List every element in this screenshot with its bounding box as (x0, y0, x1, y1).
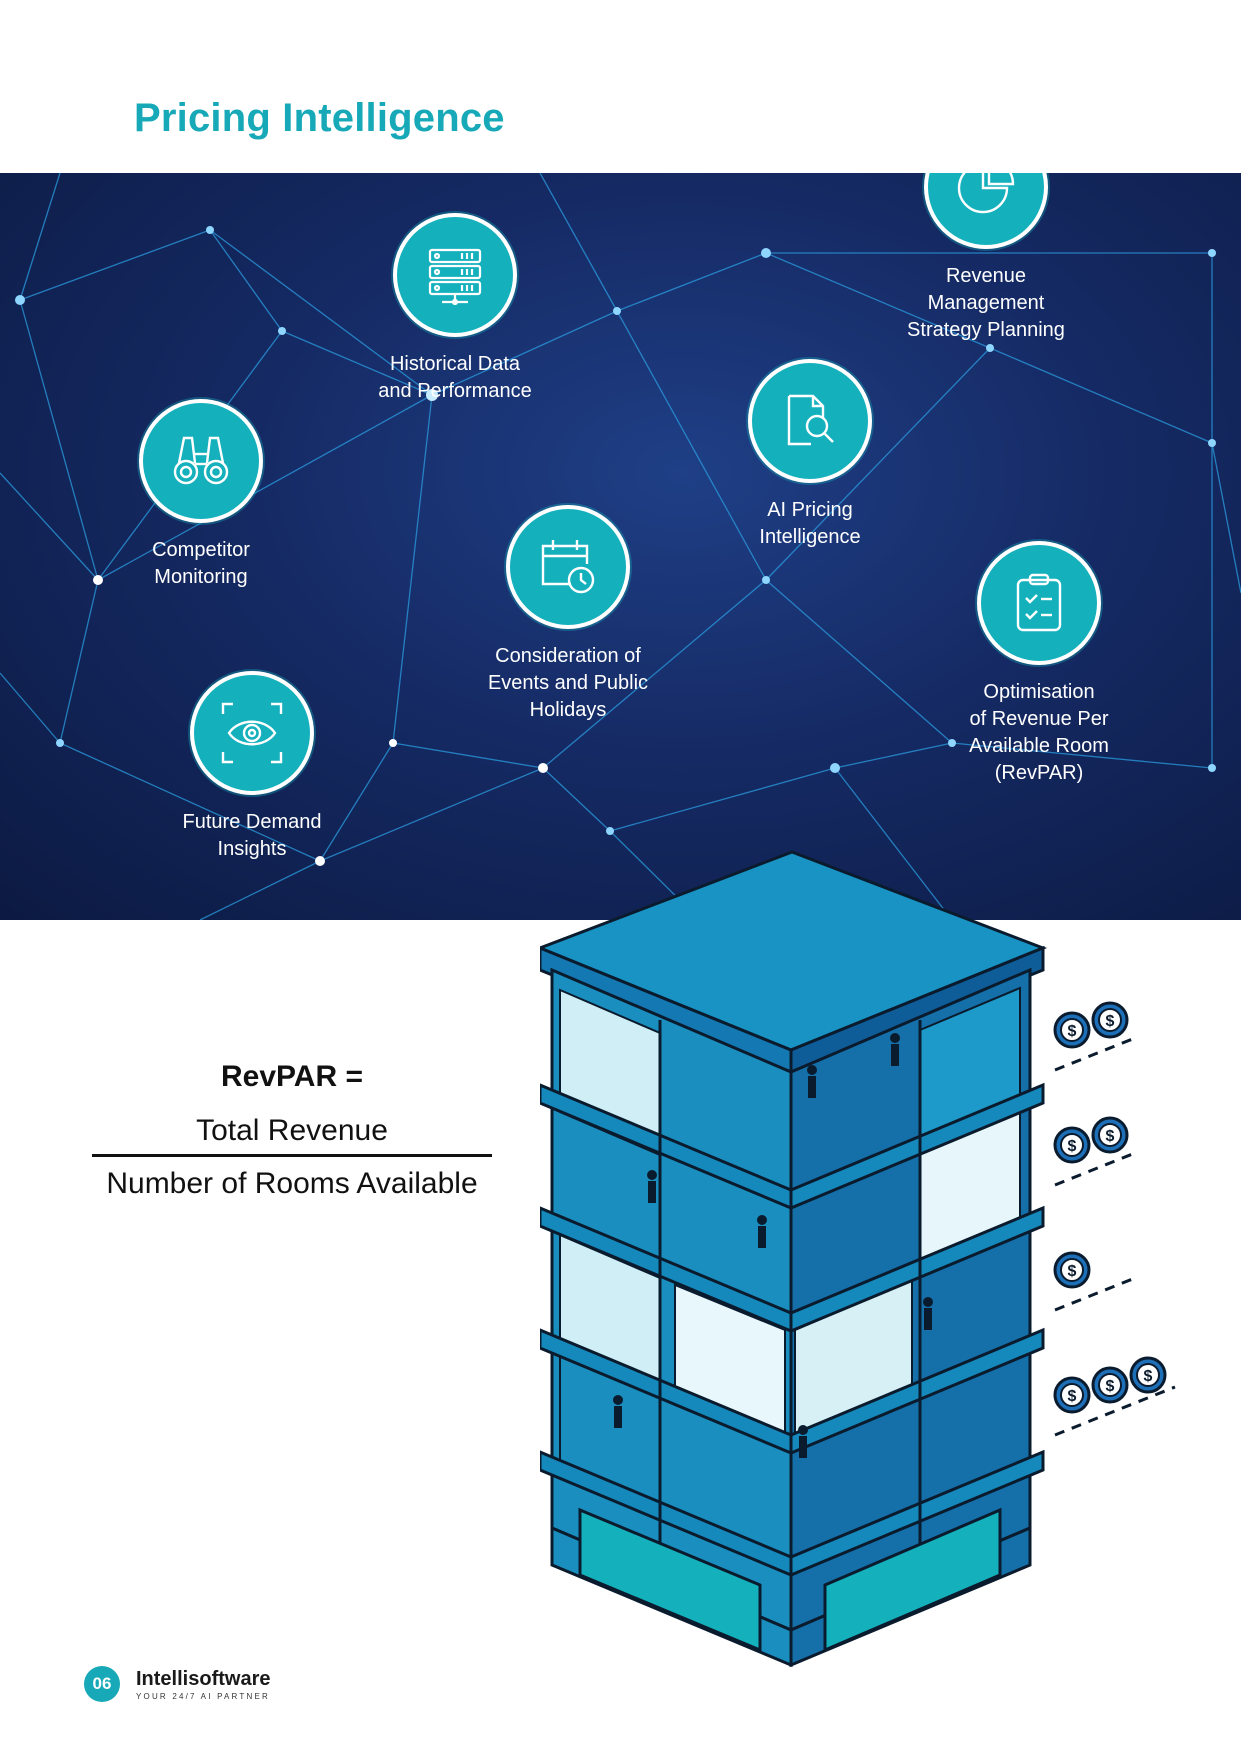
page-number: 06 (84, 1666, 120, 1702)
coin-face (1098, 1123, 1122, 1147)
coin-symbol: $ (1106, 1378, 1115, 1395)
brand-name: Intellisoftware (136, 1667, 271, 1690)
coin-face (1060, 1383, 1084, 1407)
coin-symbol: $ (1068, 1023, 1077, 1040)
feature-events-holidays: Consideration of Events and Public Holid… (448, 505, 688, 724)
clipboard-checklist-icon (1016, 573, 1062, 632)
coin-face (1136, 1363, 1160, 1387)
brand-tagline: YOUR 24/7 AI PARTNER (136, 1691, 270, 1701)
formula-lhs: RevPAR = (220, 1060, 363, 1093)
feature-label: Historical Data and Performance (378, 353, 532, 402)
page-title: Pricing Intelligence (134, 96, 505, 140)
feature-historical-data: Historical Data and Performance (335, 213, 575, 405)
coin-symbol: $ (1144, 1368, 1153, 1385)
coin-face (1098, 1008, 1122, 1032)
revenue-coins: $ $ $ $ $ $ $ $ (1053, 1001, 1176, 1437)
brand-logo: Intellisoftware YOUR 24/7 AI PARTNER (136, 1668, 270, 1701)
formula-numerator: Total Revenue (92, 1114, 492, 1157)
binoculars-icon (173, 436, 229, 485)
feature-label: AI Pricing Intelligence (759, 499, 861, 548)
feature-label: Optimisation of Revenue Per Available Ro… (969, 681, 1109, 784)
coin-trail (1054, 1276, 1136, 1312)
feature-label: Consideration of Events and Public Holid… (487, 645, 649, 721)
coin-symbol: $ (1106, 1013, 1115, 1030)
coin-face (1060, 1258, 1084, 1282)
feature-revenue-management: Revenue Management Strategy Planning (866, 173, 1106, 344)
hotel-building-illustration: $ $ $ $ $ $ $ $ (540, 850, 1176, 1668)
feature-future-demand: Future Demand Insights (132, 671, 372, 863)
feature-revpar-optimisation: Optimisation of Revenue Per Available Ro… (919, 541, 1159, 787)
formula-denominator: Number of Rooms Available (106, 1167, 478, 1200)
page-footer: 06 Intellisoftware YOUR 24/7 AI PARTNER (84, 1666, 270, 1702)
eye-scan-icon (221, 702, 283, 764)
feature-label: Revenue Management Strategy Planning (907, 265, 1065, 341)
network-background (0, 173, 1241, 920)
feature-competitor-monitoring: Competitor Monitoring (81, 399, 321, 591)
feature-label: Future Demand Insights (182, 811, 322, 860)
coin-symbol: $ (1068, 1388, 1077, 1405)
pie-chart-icon (957, 173, 1015, 214)
coin-trail (1054, 1151, 1136, 1187)
coin-trail (1054, 1385, 1176, 1437)
coin-symbol: $ (1068, 1138, 1077, 1155)
feature-label: Competitor Monitoring (152, 539, 250, 588)
revpar-formula: RevPAR = Total Revenue Number of Rooms A… (88, 1060, 496, 1201)
server-icon (428, 248, 482, 306)
building-floors (540, 967, 1045, 1668)
pricing-network-panel: Historical Data and Performance Revenue … (0, 173, 1241, 920)
coin-symbol: $ (1068, 1263, 1077, 1280)
coin-face (1060, 1018, 1084, 1042)
coin-face (1060, 1133, 1084, 1157)
coin-trail (1054, 1036, 1136, 1072)
coin-face (1098, 1373, 1122, 1397)
coin-symbol: $ (1106, 1128, 1115, 1145)
document-search-icon (787, 394, 834, 446)
calendar-clock-icon (541, 540, 595, 594)
feature-ai-pricing: AI Pricing Intelligence (690, 359, 930, 551)
